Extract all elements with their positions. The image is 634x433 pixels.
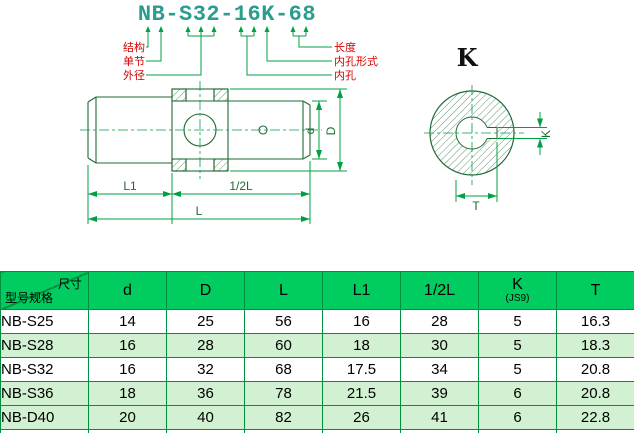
value-cell: 18 [88,381,167,406]
value-cell: 16 [322,309,401,334]
col-header-K-main: K [512,276,523,293]
value-cell: 17.5 [322,357,401,382]
value-cell: 56 [244,309,323,334]
col-header-half-L: 1/2L [400,271,479,310]
value-cell: 21.5 [322,381,401,406]
value-cell: 16 [88,333,167,358]
table-row: NB-S28 16 28 60 18 30 5 18.3 [0,333,634,358]
dim-label-half-L: 1/2L [229,179,253,193]
col-header-K-tolerance: (JS9) [505,293,530,304]
label-structure: 结构 [123,40,145,54]
value-cell: 82 [244,405,323,430]
label-length: 长度 [334,40,356,54]
value-cell: 20.8 [556,357,634,382]
value-cell: 5 [478,357,557,382]
col-header-K: K (JS9) [478,271,557,310]
value-cell: 22.8 [556,405,634,430]
end-view [424,85,524,185]
dim-label-L: L [196,204,203,218]
corner-header: 尺寸 型号规格 [0,271,89,310]
model-cell: NB-S28 [0,333,89,358]
value-cell: 6 [478,405,557,430]
side-view-centerlines [80,81,322,179]
value-cell: 25 [166,309,245,334]
col-header-d: d [88,271,167,310]
end-view-dimensions [455,112,547,202]
end-view-title: K [457,43,479,72]
table-row: NB-S25 14 25 56 16 28 5 16.3 [0,309,634,334]
value-cell: 5 [478,309,557,334]
label-bore-type: 内孔形式 [334,54,378,68]
label-single-joint: 单节 [123,55,145,68]
empty-row [0,429,634,433]
value-cell: 16 [88,357,167,382]
value-cell: 28 [166,333,245,358]
value-cell: 68 [244,357,323,382]
label-bore: 内孔 [334,68,356,82]
dim-label-T: T [472,199,480,213]
corner-label-size: 尺寸 [57,277,82,291]
value-cell: 20 [88,405,167,430]
model-cell: NB-S25 [0,309,89,334]
model-cell: NB-S32 [0,357,89,382]
value-cell: 32 [166,357,245,382]
dim-label-D: D [324,126,338,135]
value-cell: 14 [88,309,167,334]
value-cell: 40 [166,405,245,430]
value-cell: 60 [244,333,323,358]
value-cell: 18 [322,333,401,358]
dim-label-d: d [303,128,317,135]
corner-label-model: 型号规格 [5,291,54,305]
dim-label-L1: L1 [123,179,137,193]
model-cell: NB-S36 [0,381,89,406]
table-row: NB-D40 20 40 82 26 41 6 22.8 [0,405,634,430]
col-header-D: D [166,271,245,310]
value-cell: 6 [478,381,557,406]
value-cell: 16.3 [556,309,634,334]
spec-table: 尺寸 型号规格 d D L L1 1/2L K (JS9) T NB-S25 1… [0,271,634,433]
value-cell: 26 [322,405,401,430]
callout-arrowheads [145,26,309,32]
value-cell: 30 [400,333,479,358]
side-view-dimensions [87,88,347,224]
model-cell: NB-D40 [0,405,89,430]
col-header-L1: L1 [322,271,401,310]
value-cell: 28 [400,309,479,334]
dim-label-K: K [539,130,553,138]
table-row: NB-S32 16 32 68 17.5 34 5 20.8 [0,357,634,382]
value-cell: 34 [400,357,479,382]
label-outer-diameter: 外径 [123,69,145,82]
value-cell: 18.3 [556,333,634,358]
value-cell: 78 [244,381,323,406]
table-row: NB-S36 18 36 78 21.5 39 6 20.8 [0,381,634,406]
part-number: NB-S32-16K-68 [138,2,316,27]
col-header-L: L [244,271,323,310]
col-header-T: T [556,271,634,310]
coupling-drawing: NB-S32-16K-68 结构 单节 外径 [80,2,553,224]
value-cell: 39 [400,381,479,406]
value-cell: 41 [400,405,479,430]
part-number-callouts [146,32,332,76]
value-cell: 20.8 [556,381,634,406]
value-cell: 5 [478,333,557,358]
value-cell: 36 [166,381,245,406]
header-row: 尺寸 型号规格 d D L L1 1/2L K (JS9) T [0,271,634,310]
